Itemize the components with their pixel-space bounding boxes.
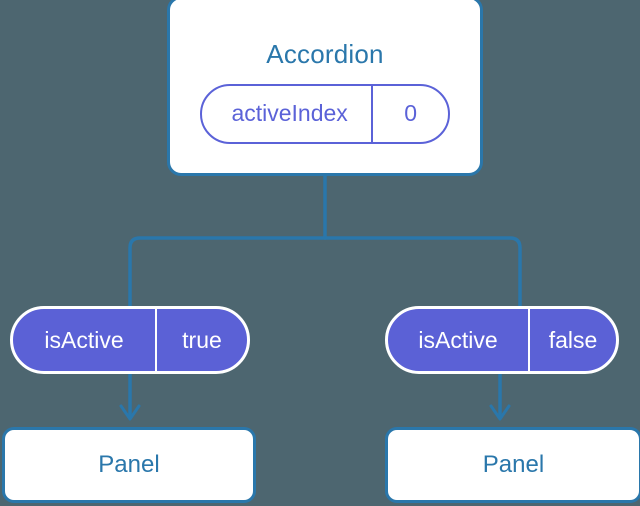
arrow-head-left-icon: [119, 404, 141, 421]
connector-branch-bus: [128, 236, 522, 308]
accordion-component-card[interactable]: Accordion activeIndex 0: [167, 0, 483, 176]
accordion-prop-value: 0: [371, 85, 448, 142]
accordion-prop-pill[interactable]: activeIndex 0: [200, 83, 450, 144]
panel-title-right: Panel: [482, 451, 545, 478]
child-prop-key-right: isActive: [418, 326, 498, 353]
arrow-head-right-icon: [489, 404, 511, 421]
child-prop-pill-left[interactable]: isActive true: [10, 306, 250, 374]
panel-component-card-right[interactable]: Panel: [385, 427, 640, 503]
child-prop-pill-right[interactable]: isActive false: [385, 306, 619, 374]
child-prop-value-left: true: [155, 309, 247, 371]
accordion-title: Accordion: [266, 38, 384, 69]
panel-title-left: Panel: [98, 451, 160, 478]
child-prop-value-right: false: [528, 309, 616, 371]
panel-component-card-left[interactable]: Panel: [2, 427, 256, 503]
accordion-prop-key: activeIndex: [231, 100, 348, 126]
child-prop-key-left: isActive: [44, 326, 124, 353]
